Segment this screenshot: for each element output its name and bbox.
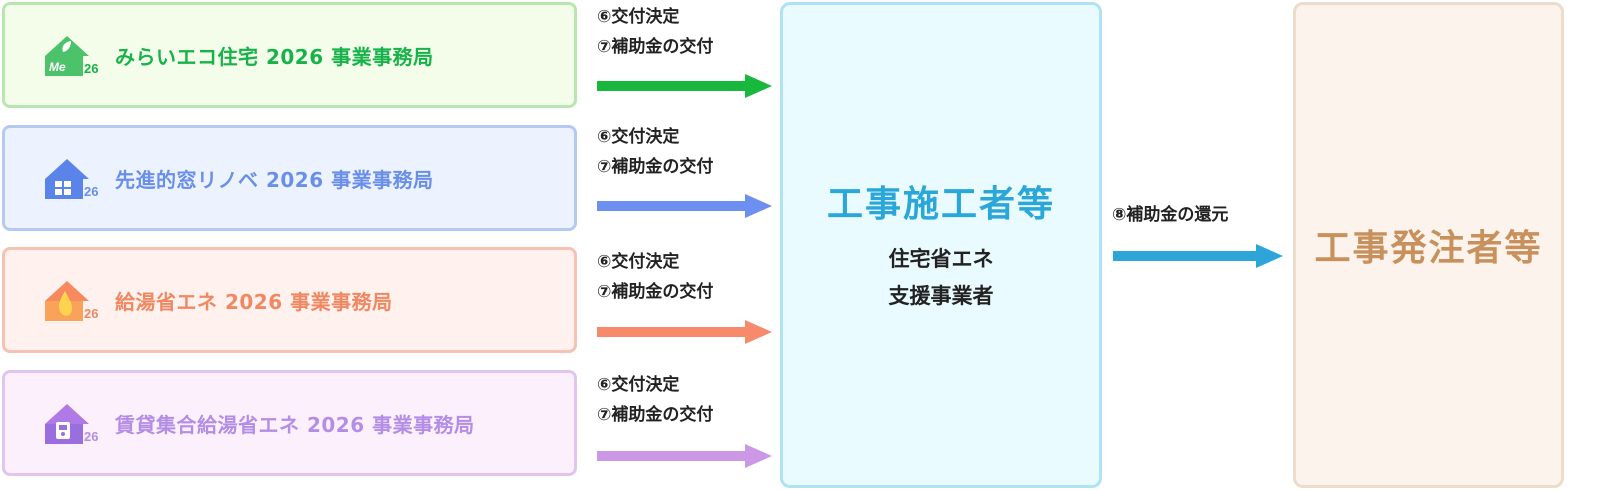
logo-number: 26 [84,306,98,321]
step7-label: ⑦補助金の交付 [597,282,714,302]
grant-arrow-madorinove [597,194,772,218]
contractor-title: 工事施工者等 [826,184,1055,225]
window-renovation-logo-icon: 26 [45,159,98,199]
flow-label-group: ⑥交付決定 ⑦補助金の交付 [597,370,713,430]
office-mirai-eco: Me 26 みらいエコ住宅 2026 事業事務局 [2,2,577,108]
step7-label: ⑦補助金の交付 [597,405,714,425]
logo-number: 26 [84,61,98,76]
step6-label: ⑥交付決定 [597,7,680,27]
logo-text: Me [49,60,66,74]
grant-arrow-mirai-eco [597,74,772,98]
step6-label: ⑥交付決定 [597,375,680,395]
grant-arrow-chintai-kyuto [597,444,772,468]
mirai-eco-logo-icon: Me 26 [45,36,98,76]
contractor-box: 工事施工者等 住宅省エネ 支援事業者 [780,2,1102,488]
client-box: 工事発注者等 [1293,2,1564,488]
grant-arrow-kyuto [597,320,772,344]
step6-label: ⑥交付決定 [597,127,680,147]
step8-label: ⑧補助金の還元 [1112,205,1229,225]
logo-number: 26 [84,184,98,199]
office-chintai-kyuto: 26 賃貸集合給湯省エネ 2026 事業事務局 [2,370,577,476]
office-name: みらいエコ住宅 2026 事業事務局 [115,44,434,69]
flow-label-group: ⑥交付決定 ⑦補助金の交付 [597,122,713,182]
contractor-subtitle-line2: 支援事業者 [888,284,994,308]
office-name: 賃貸集合給湯省エネ 2026 事業事務局 [115,412,475,437]
flow-label-group: ⑥交付決定 ⑦補助金の交付 [597,2,713,62]
water-heater-logo-icon: 26 [45,281,98,321]
office-madorinove: 26 先進的窓リノベ 2026 事業事務局 [2,125,577,231]
step7-label: ⑦補助金の交付 [597,37,714,57]
logo-number: 26 [84,429,98,444]
contractor-subtitle-line1: 住宅省エネ [888,247,994,271]
office-kyuto: 26 給湯省エネ 2026 事業事務局 [2,247,577,353]
return-arrow [1113,244,1283,268]
contractor-subtitle: 住宅省エネ 支援事業者 [783,241,1099,315]
client-title: 工事発注者等 [1314,228,1543,269]
step7-label: ⑦補助金の交付 [597,157,714,177]
office-name: 給湯省エネ 2026 事業事務局 [115,289,393,314]
rental-water-heater-logo-icon: 26 [45,404,98,444]
flow-label-group: ⑥交付決定 ⑦補助金の交付 [597,247,713,307]
step6-label: ⑥交付決定 [597,252,680,272]
office-name: 先進的窓リノベ 2026 事業事務局 [115,167,434,192]
